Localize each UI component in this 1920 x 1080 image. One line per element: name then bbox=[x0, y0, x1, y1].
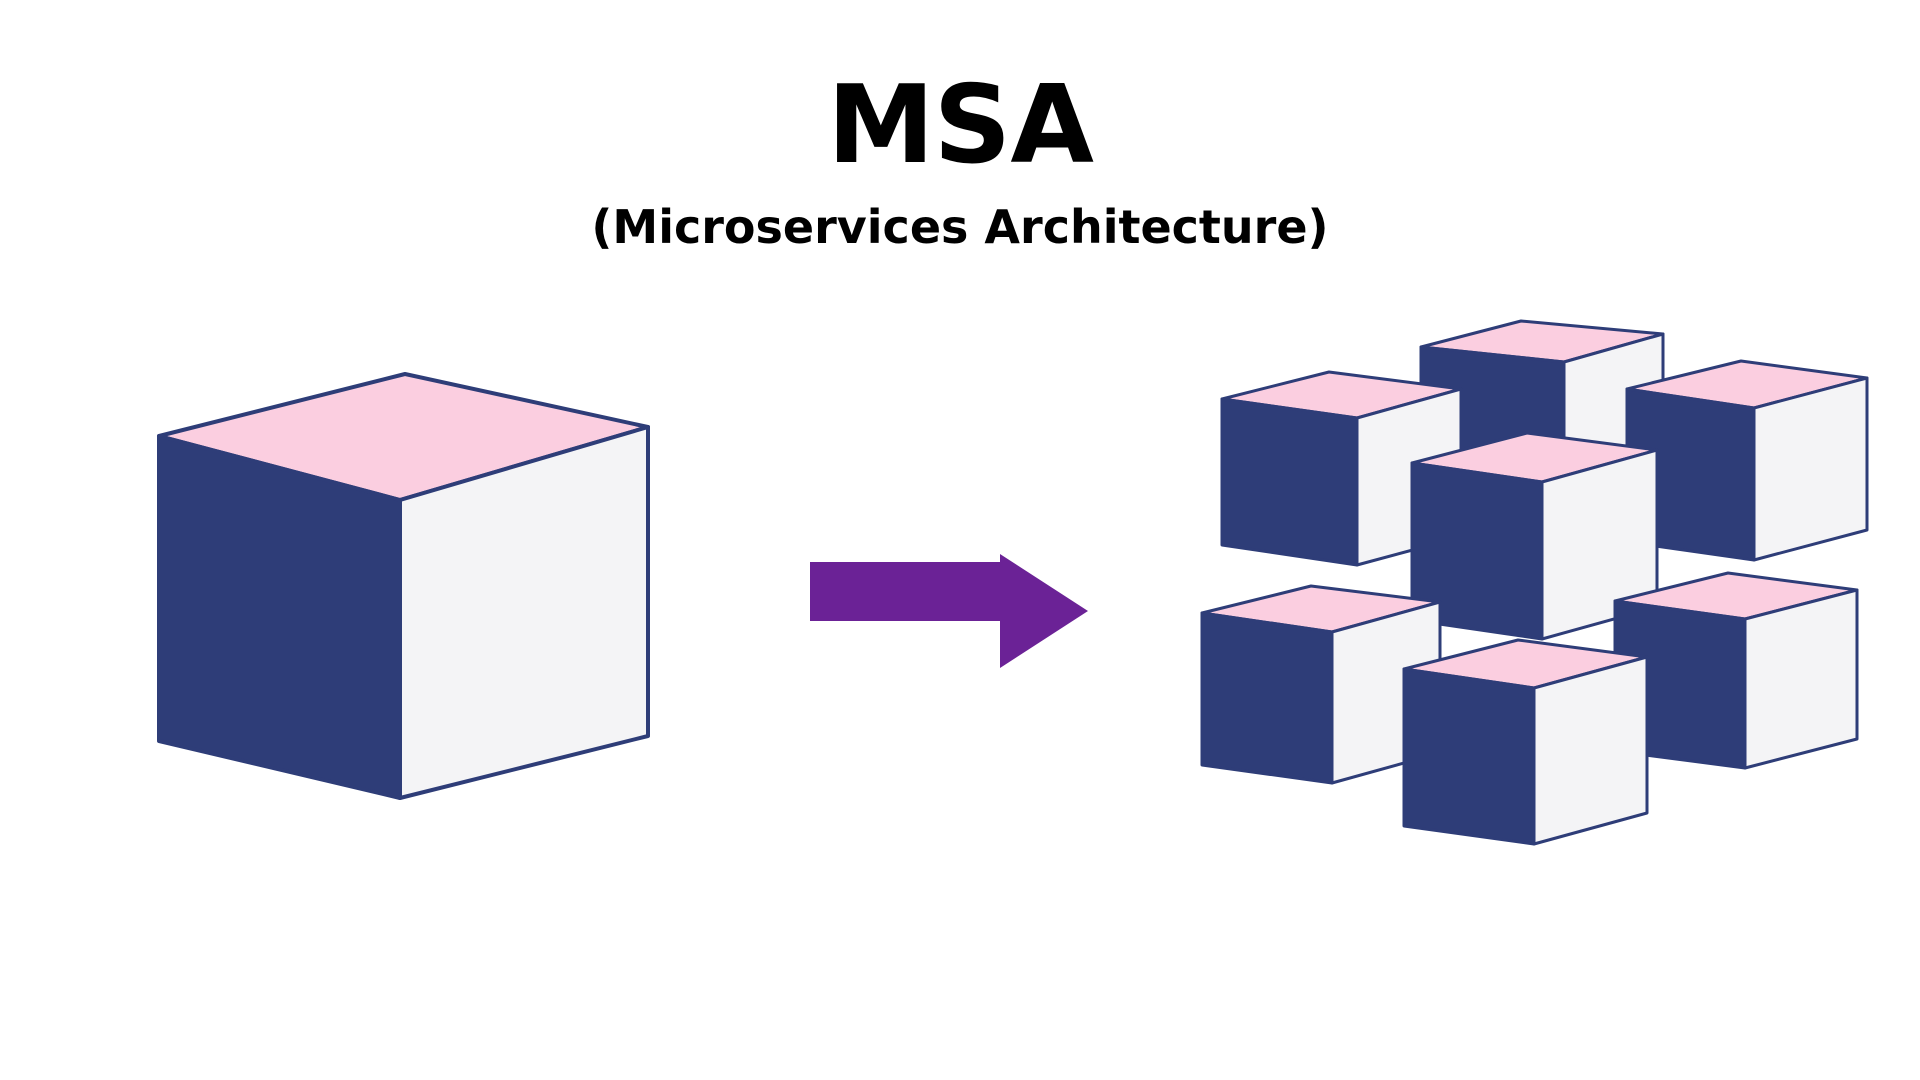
monolith-cube-right-face bbox=[398, 425, 650, 800]
page-subtitle: (Microservices Architecture) bbox=[591, 200, 1329, 254]
microservice-cube-7-right-face bbox=[1532, 655, 1649, 846]
microservice-cube-2-left-face bbox=[1220, 397, 1359, 567]
microservice-cube-cluster bbox=[1200, 319, 1869, 846]
microservice-cube-5-left-face bbox=[1200, 611, 1334, 785]
microservice-cube-6-right-face bbox=[1743, 588, 1859, 770]
microservice-cube-7-left-face bbox=[1402, 667, 1536, 846]
arrow-right-icon bbox=[810, 554, 1088, 668]
microservice-cube-4 bbox=[1410, 431, 1659, 641]
microservice-cube-3 bbox=[1625, 359, 1869, 562]
microservice-cube-7 bbox=[1402, 638, 1649, 846]
microservice-cube-3-right-face bbox=[1752, 376, 1869, 562]
monolith-cube bbox=[157, 372, 650, 800]
monolith-cube-left-face bbox=[157, 434, 402, 800]
microservice-cube-5 bbox=[1200, 584, 1442, 785]
page-title: MSA bbox=[827, 63, 1094, 188]
transformation-arrow bbox=[810, 554, 1088, 668]
microservice-cube-6 bbox=[1613, 571, 1859, 770]
heading-block: MSA (Microservices Architecture) bbox=[0, 63, 1920, 254]
